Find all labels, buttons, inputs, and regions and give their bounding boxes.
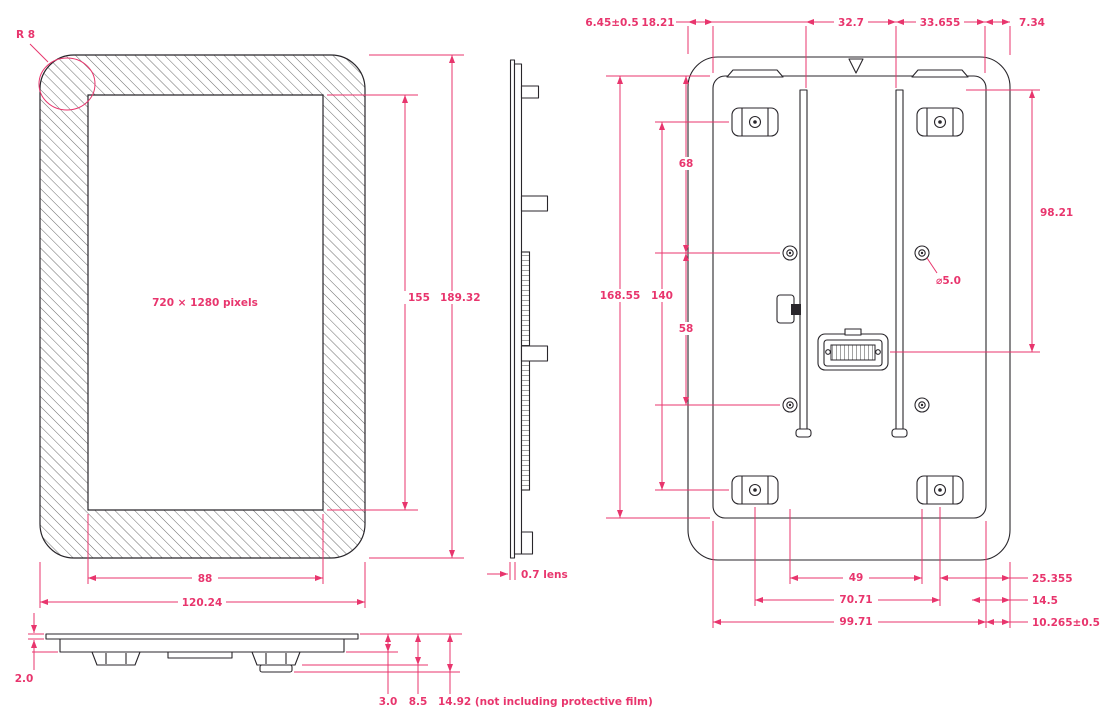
side-body bbox=[513, 63, 523, 555]
mounting-bracket-bottom-left bbox=[731, 475, 779, 505]
front-view-dimensions: 155 189.32 88 120.24 bbox=[39, 54, 482, 609]
screen-size-label: 720 × 1280 pixels bbox=[152, 297, 258, 309]
screw-hole-bottom-right bbox=[914, 397, 930, 413]
kickstand-foot-left bbox=[795, 428, 812, 438]
dim-depth-3-label: 14.92 (not including protective film) bbox=[438, 696, 653, 708]
dim-inner-width-label: 88 bbox=[198, 573, 213, 585]
bottom-view-dimensions: 2.0 3.0 8.5 14.92 (not including protect… bbox=[15, 613, 653, 708]
side-glass bbox=[509, 59, 516, 559]
connector-block bbox=[817, 328, 889, 371]
dim-inner-height-label: 155 bbox=[408, 292, 430, 304]
dim-right-edge-3-label: 10.265±0.5 bbox=[1032, 617, 1100, 629]
side-switch bbox=[776, 294, 801, 324]
dim-left-outer-label: 168.55 bbox=[600, 290, 641, 302]
dim-depth-2-label: 8.5 bbox=[409, 696, 428, 708]
dim-top-right-edge-label: 7.34 bbox=[1019, 17, 1045, 29]
camera-marker-triangle bbox=[848, 58, 864, 74]
dim-top-offset-tol-label: 6.45±0.5 bbox=[585, 17, 638, 29]
dim-right-height-label: 98.21 bbox=[1040, 207, 1073, 219]
back-view bbox=[687, 56, 1011, 561]
side-view bbox=[509, 59, 549, 559]
dim-outer-width-label: 120.24 bbox=[182, 597, 223, 609]
corner-radius-leader bbox=[29, 43, 49, 63]
mounting-bracket-bottom-right bbox=[916, 475, 964, 505]
dim-bottom-holes-label: 49 bbox=[849, 572, 864, 584]
corner-radius-callout-circle bbox=[38, 57, 96, 111]
dim-left-upper-label: 68 bbox=[679, 158, 694, 170]
bottom-foot-right bbox=[251, 651, 301, 666]
back-inner-panel bbox=[712, 75, 987, 519]
dim-left-span-label: 140 bbox=[651, 290, 673, 302]
side-tab-upper bbox=[520, 195, 549, 212]
dim-right-edge-1-label: 25.355 bbox=[1032, 573, 1073, 585]
corner-radius-label: R 8 bbox=[16, 29, 35, 41]
screw-hole-top-right bbox=[914, 245, 930, 261]
dim-glass-thickness-label: 2.0 bbox=[15, 673, 34, 685]
dim-bottom-panel-label: 99.71 bbox=[839, 616, 872, 628]
side-view-dimensions: 0.7 lens bbox=[487, 562, 568, 581]
dim-outer-height-label: 189.32 bbox=[440, 292, 481, 304]
mounting-bracket-top-right bbox=[916, 107, 964, 137]
dim-top-span-right-label: 33.655 bbox=[920, 17, 961, 29]
antenna-slot-right bbox=[911, 69, 969, 78]
screw-hole-top-left bbox=[782, 245, 798, 261]
bottom-foot-left bbox=[91, 651, 141, 666]
dim-depth-1-label: 3.0 bbox=[379, 696, 398, 708]
side-bottom-foot bbox=[520, 531, 534, 555]
front-view: R 8 720 × 1280 pixels bbox=[16, 29, 366, 559]
side-top-tab bbox=[520, 85, 540, 99]
dim-bottom-brackets-label: 70.71 bbox=[839, 594, 872, 606]
bottom-stand-foot bbox=[259, 664, 293, 673]
bottom-center-strip bbox=[167, 651, 233, 659]
kickstand-foot-right bbox=[891, 428, 908, 438]
side-tab-lower bbox=[520, 345, 549, 362]
bottom-glass bbox=[45, 633, 359, 640]
dim-left-lower-label: 58 bbox=[679, 323, 694, 335]
bottom-body bbox=[59, 638, 345, 653]
screw-hole-bottom-left bbox=[782, 397, 798, 413]
back-view-dimensions: 6.45±0.5 18.21 32.7 33.655 7.34 168.55 1… bbox=[585, 15, 1100, 629]
dim-top-span-left-label: 32.7 bbox=[838, 17, 864, 29]
mounting-bracket-top-left bbox=[731, 107, 779, 137]
bottom-view bbox=[45, 633, 359, 673]
kickstand-leg-right bbox=[895, 89, 904, 431]
dim-lens-label: 0.7 lens bbox=[521, 569, 568, 581]
antenna-slot-left bbox=[726, 69, 784, 78]
side-pcb-strip bbox=[520, 251, 531, 491]
front-bezel-hatched bbox=[39, 54, 366, 559]
dim-right-edge-2-label: 14.5 bbox=[1032, 595, 1058, 607]
kickstand-leg-left bbox=[799, 89, 808, 431]
dim-top-offset-label: 18.21 bbox=[641, 17, 674, 29]
hole-diameter-label: ⌀5.0 bbox=[936, 275, 961, 287]
